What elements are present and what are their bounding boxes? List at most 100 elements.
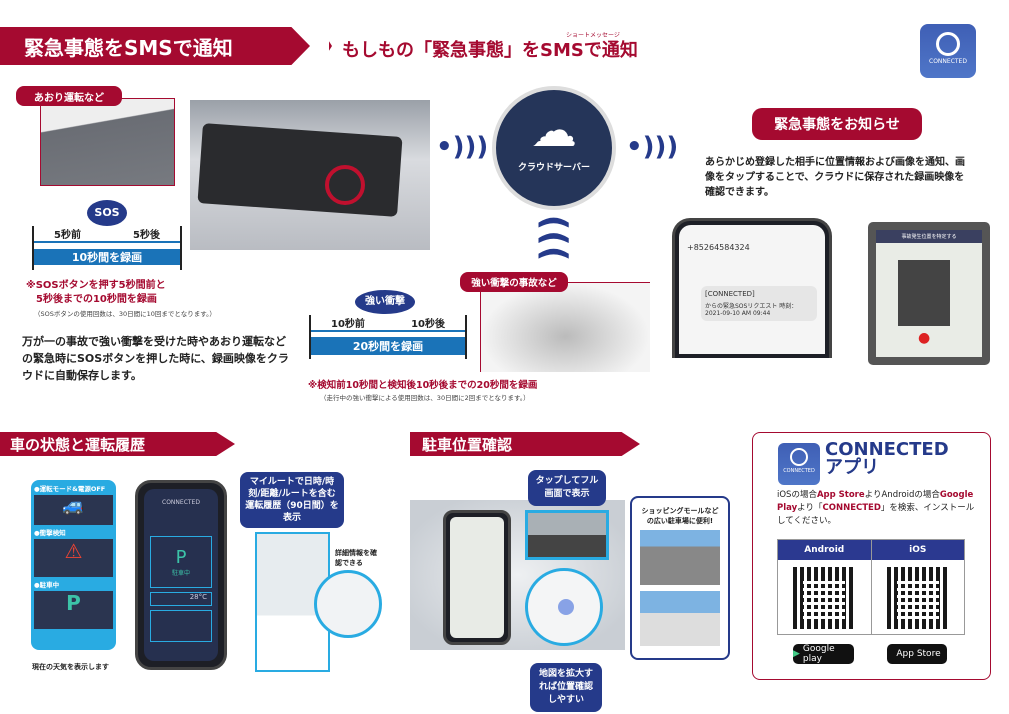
impact-note: ※検知前10秒間と検知後10秒後までの20秒間を録画	[308, 380, 538, 391]
text: iOSの場合	[777, 490, 817, 500]
store-name: Google Play	[777, 490, 974, 513]
phone-ring-icon	[790, 448, 808, 466]
sos-button-highlight	[325, 165, 365, 205]
app-title-sub: アプリ	[825, 457, 879, 478]
cloud-icon: ☁	[531, 103, 577, 157]
dashcam-device	[197, 123, 403, 217]
badge-label: App Store	[896, 649, 941, 659]
sos-timeline: 5秒前 5秒後 10秒間を録画	[32, 226, 182, 270]
video-thumbnail	[898, 260, 950, 326]
wifi-icon: )))	[533, 214, 574, 262]
sos-note: ※SOSボタンを押す5秒間前と 5秒後までの10秒間を録画	[26, 279, 166, 307]
sms-sender: +85264584324	[687, 243, 750, 252]
record-bar: 20秒間を録画	[311, 337, 465, 355]
scene-label-aori: あおり運転など	[16, 86, 122, 106]
impact-bubble: 強い衝撃	[355, 290, 415, 314]
collision-illustration	[480, 282, 650, 372]
section-banner-sms: 緊急事態をSMSで通知	[0, 27, 310, 65]
after-label: 10秒後	[411, 319, 445, 330]
section-banner-parking: 駐車位置確認	[410, 432, 640, 456]
app-icon-label: CONNECTED	[929, 58, 967, 65]
status-item-label: ●駐車中	[34, 581, 60, 589]
timeline-arrow	[311, 330, 465, 332]
detail-caption: 詳細情報を確認できる	[335, 549, 377, 567]
mall-parking-photo	[640, 530, 720, 585]
before-label: 5秒前	[54, 230, 81, 241]
app-name: CONNECTED	[822, 503, 881, 513]
store-name: App Store	[816, 490, 865, 500]
parking-icon: P	[34, 591, 113, 629]
android-qr-code[interactable]	[793, 567, 856, 629]
route-map-screen	[255, 532, 330, 672]
signal-wave-icon-left: •)))	[436, 132, 489, 162]
sos-small-note: （SOSボタンの使用回数は、30日間に10回までとなります。）	[34, 310, 216, 318]
connected-app-icon: CONNECTED	[778, 443, 820, 485]
ios-qr-code[interactable]	[886, 567, 949, 629]
zoom-bubble: 地図を拡大すれば位置確認しやすい	[530, 663, 602, 712]
tap-bubble: タップしてフル画面で表示	[528, 470, 606, 506]
impact-timeline: 10秒前 10秒後 20秒間を録画	[309, 315, 467, 359]
google-play-badge[interactable]: ▶Google play	[793, 644, 854, 664]
app-icon-label: CONNECTED	[783, 468, 815, 474]
phone-ring-icon	[936, 32, 960, 56]
cloud-label: クラウドサーバー	[518, 163, 590, 173]
weather-caption: 現在の天気を表示します	[32, 663, 109, 671]
fullscreen-video	[525, 510, 609, 560]
road-rage-illustration	[40, 98, 175, 186]
map-header: 事故発生位置を特定する	[876, 230, 982, 243]
note-line: ※SOSボタンを押す5秒間前と	[26, 280, 166, 291]
map-zoom-circle	[525, 568, 603, 646]
android-column: Android	[778, 540, 872, 634]
sos-bubble: SOS	[87, 200, 127, 226]
impact-small-note: （走行中の強い衝撃による使用回数は、30日間に2回までとなります。）	[320, 394, 530, 402]
note-line: 5秒後までの10秒間を録画	[36, 294, 157, 305]
map-pin-icon: ●	[918, 330, 931, 346]
banner-text: 車の状態と運転履歴	[10, 435, 146, 454]
text: よりAndroidの場合	[864, 490, 940, 500]
location-dot-icon	[558, 599, 574, 615]
timeline-arrow	[34, 241, 180, 243]
car-icon: 🚙	[34, 495, 113, 525]
mall-panel: ショッピングモールなどの広い駐車場に便利!	[630, 496, 730, 660]
column-header: iOS	[871, 540, 964, 560]
sms-title: [CONNECTED]	[705, 290, 755, 298]
page-subtitle: もしもの「緊急事態」をSMSで通知	[342, 40, 638, 61]
after-label: 5秒後	[133, 230, 160, 241]
chevron-icon	[312, 27, 332, 65]
sos-description: 万が一の事故で強い衝撃を受けた時やあおり運転などの緊急時にSOSボタンを押した時…	[22, 335, 289, 382]
text: 」を検索、インストールしてください。	[777, 503, 975, 526]
car-impact-icon: ⚠	[34, 539, 113, 577]
column-header: Android	[778, 540, 871, 560]
banner-text: 緊急事態をSMSで通知	[24, 35, 233, 60]
app-title: CONNECTED	[825, 439, 949, 460]
before-label: 10秒前	[331, 319, 365, 330]
sms-body: からの緊急SOSリクエスト 時刻：2021-09-10 AM 09:44	[705, 303, 798, 317]
dashcam-photo	[190, 100, 430, 250]
text: より「	[797, 503, 823, 513]
stadium-parking-photo	[640, 591, 720, 646]
status-item-label: ●衝撃検知	[34, 529, 66, 537]
banner-text: 駐車位置確認	[422, 435, 513, 454]
signal-wave-icon-right: •)))	[626, 132, 679, 162]
record-bar: 10秒間を録画	[34, 249, 180, 265]
app-instructions: iOSの場合App StoreよりAndroidの場合Google Playより…	[777, 489, 982, 528]
notify-description: あらかじめ登録した相手に位置情報および画像を通知、画像をタップすることで、クラウ…	[705, 157, 965, 198]
scene-label-impact: 強い衝撃の事故など	[460, 272, 568, 292]
mall-caption: ショッピングモールなどの広い駐車場に便利!	[641, 507, 719, 525]
myroute-card	[150, 610, 212, 642]
qr-table: Android iOS	[777, 539, 965, 635]
notify-pill: 緊急事態をお知らせ	[752, 108, 922, 140]
section-banner-status: 車の状態と運転履歴	[0, 432, 235, 456]
parking-label: 駐車中	[171, 570, 190, 577]
app-store-badge[interactable]: App Store	[887, 644, 947, 664]
status-item-label: ●運転モード&電源OFF	[34, 485, 106, 493]
cloud-server-circle: ☁ クラウドサーバー	[492, 86, 616, 210]
map-screenshot: 事故発生位置を特定する ●	[868, 222, 990, 365]
detail-zoom-circle	[314, 570, 382, 638]
app-title: CONNECTED	[162, 499, 200, 506]
ruby-text: ショートメッセージ	[566, 32, 620, 39]
parking-phone	[443, 510, 511, 645]
